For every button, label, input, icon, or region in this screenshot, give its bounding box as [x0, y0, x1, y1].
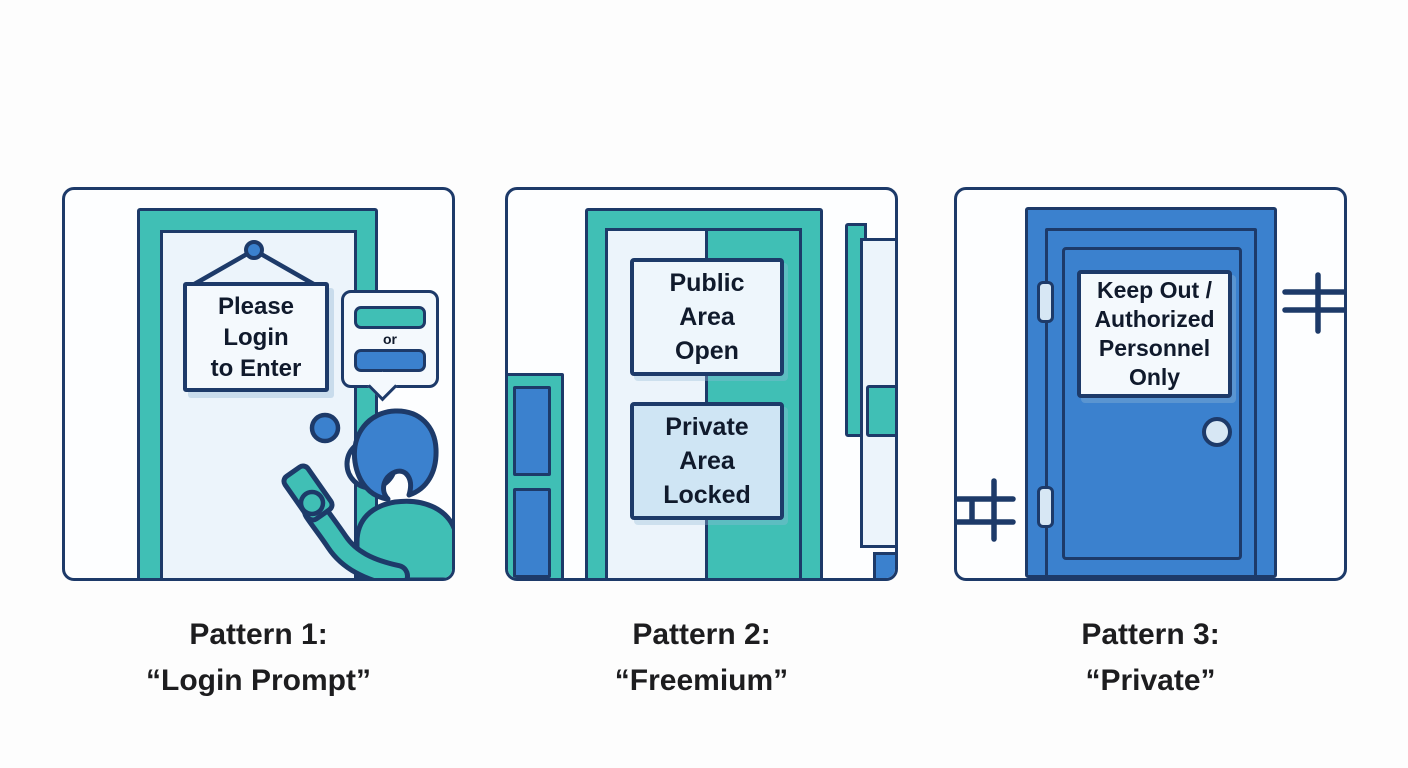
login-option-1: [354, 306, 426, 329]
public-area-sign: Public Area Open: [630, 258, 784, 376]
keep-out-sign-line: Only: [1128, 364, 1181, 390]
caption-pattern-3: Pattern 3: “Private”: [954, 612, 1347, 704]
sign-nail-icon: [244, 240, 264, 260]
left-partial-door: [508, 373, 564, 578]
right-door-blue-panel: [873, 552, 895, 578]
person-hand: [298, 489, 326, 517]
public-sign-line: Open: [675, 337, 739, 365]
door-knob-icon: [309, 412, 341, 444]
login-sign-line: Login: [223, 323, 289, 351]
caption-2-subtitle: “Freemium”: [614, 664, 789, 697]
private-sign-line: Locked: [663, 481, 751, 509]
hinge-top-icon: [1037, 281, 1054, 323]
person-hair: [351, 408, 439, 502]
caption-1-subtitle: “Login Prompt”: [146, 664, 371, 697]
person-arm: [307, 503, 405, 578]
hinge-bottom-icon: [1037, 486, 1054, 528]
mid-door-frame: [1045, 228, 1257, 578]
sign-string-icon: [189, 248, 319, 288]
caption-1-title: Pattern 1:: [189, 618, 328, 651]
person-figure: [281, 408, 452, 578]
private-area-sign: Private Area Locked: [630, 402, 784, 520]
public-sign-line: Area: [679, 303, 735, 331]
caption-3-subtitle: “Private”: [1085, 664, 1216, 697]
login-sign-line: to Enter: [210, 354, 302, 382]
keep-out-sign: Keep Out / Authorized Personnel Only: [1077, 270, 1232, 398]
caption-pattern-2: Pattern 2: “Freemium”: [505, 612, 898, 704]
keep-out-sign-line: Personnel: [1098, 335, 1211, 361]
login-option-2: [354, 349, 426, 372]
keep-out-sign-line: Keep Out /: [1096, 277, 1212, 303]
caption-3-title: Pattern 3:: [1081, 618, 1220, 651]
wall-hatch-right-icon: [1282, 272, 1344, 334]
login-options-speech-bubble: or: [341, 290, 439, 402]
or-separator: or: [383, 331, 397, 347]
left-door-panel-bottom: [513, 488, 551, 578]
door-knob-icon: [1202, 417, 1232, 447]
right-door-teal-panel: [866, 385, 895, 437]
private-sign-line: Private: [665, 413, 749, 441]
caption-2-title: Pattern 2:: [632, 618, 771, 651]
keep-out-sign-line: Authorized: [1094, 306, 1215, 332]
left-door-panel-top: [513, 386, 551, 476]
public-sign-line: Public: [669, 269, 745, 297]
panel-freemium: Public Area Open Private Area Locked: [505, 187, 898, 581]
panel-private: Keep Out / Authorized Personnel Only: [954, 187, 1347, 581]
person-and-door-details: [189, 240, 452, 578]
wall-hatch-left-icon: [957, 478, 1016, 542]
panel-login-prompt: Please Login to Enter or: [62, 187, 455, 581]
caption-pattern-1: Pattern 1: “Login Prompt”: [62, 612, 455, 704]
login-sign-line: Please: [217, 292, 295, 320]
login-sign: Please Login to Enter: [183, 282, 329, 392]
private-sign-line: Area: [679, 447, 735, 475]
